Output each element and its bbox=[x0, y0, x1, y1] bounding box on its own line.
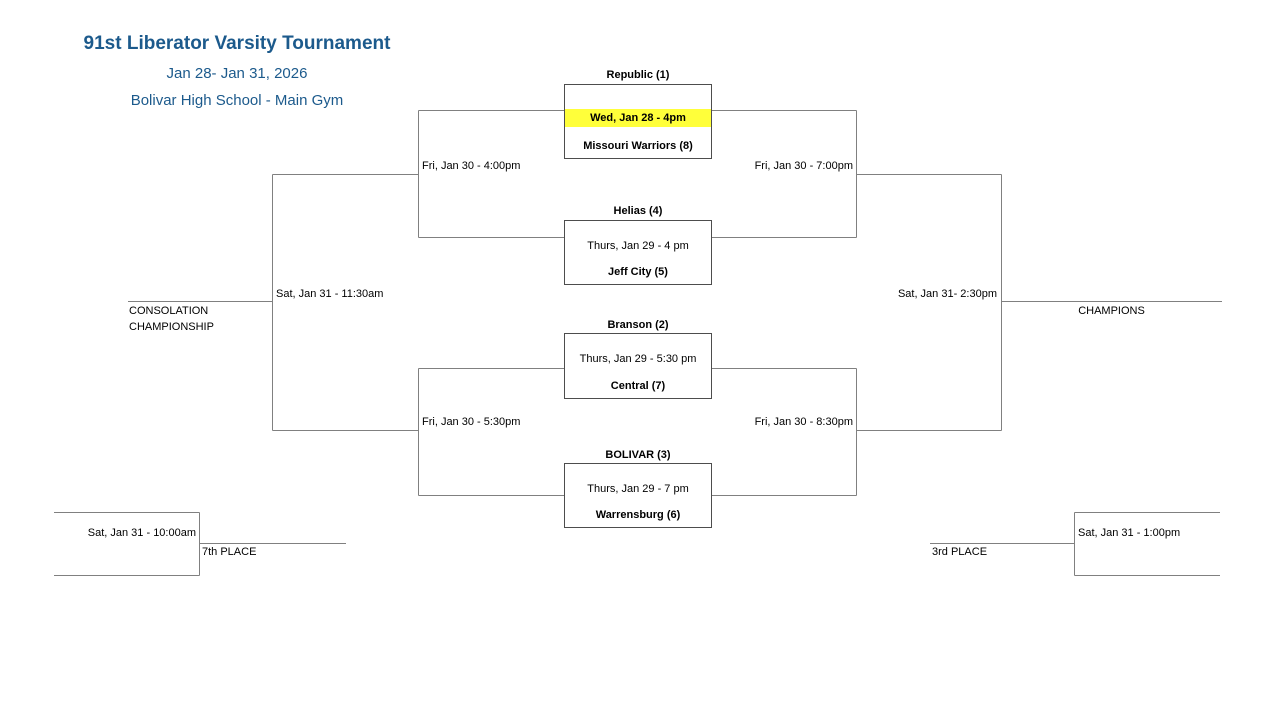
seventh-place-lines bbox=[54, 512, 346, 576]
consolation-bracket-lines bbox=[128, 110, 564, 496]
consolation-semifinal-bottom-time: Fri, Jan 30 - 5:30pm bbox=[422, 416, 521, 428]
match-box-qf4: Thurs, Jan 29 - 7 pm Warrensburg (6) bbox=[564, 463, 712, 528]
team-name-bottom: Central (7) bbox=[610, 380, 666, 392]
header: 91st Liberator Varsity Tournament Jan 28… bbox=[56, 33, 418, 114]
game-time-highlighted: Wed, Jan 28 - 4pm bbox=[565, 109, 711, 127]
champions-label: CHAMPIONS bbox=[1078, 305, 1145, 317]
team-name-top: Branson (2) bbox=[607, 319, 669, 331]
match-box-qf1: Wed, Jan 28 - 4pm Missouri Warriors (8) bbox=[564, 84, 712, 159]
championship-final-time: Sat, Jan 31- 2:30pm bbox=[897, 288, 997, 300]
tournament-dates: Jan 28- Jan 31, 2026 bbox=[166, 65, 308, 82]
team-name-bottom: Missouri Warriors (8) bbox=[583, 140, 693, 152]
third-place-label: 3rd PLACE bbox=[932, 546, 988, 558]
championship-semifinal-bottom-time: Fri, Jan 30 - 8:30pm bbox=[754, 416, 853, 428]
tournament-venue: Bolivar High School - Main Gym bbox=[130, 92, 344, 109]
seventh-place-label: 7th PLACE bbox=[202, 546, 257, 558]
team-name-bottom: Jeff City (5) bbox=[608, 266, 668, 278]
match-box-qf2: Thurs, Jan 29 - 4 pm Jeff City (5) bbox=[564, 220, 712, 285]
game-time: Thurs, Jan 29 - 4 pm bbox=[587, 240, 689, 252]
game-time: Thurs, Jan 29 - 7 pm bbox=[587, 483, 689, 495]
third-place-lines bbox=[930, 512, 1220, 576]
tournament-title: 91st Liberator Varsity Tournament bbox=[83, 33, 391, 54]
team-name-top: Helias (4) bbox=[613, 205, 663, 217]
team-name-top: Republic (1) bbox=[606, 69, 670, 81]
team-name-top: BOLIVAR (3) bbox=[605, 449, 671, 461]
consolation-final-time: Sat, Jan 31 - 11:30am bbox=[276, 288, 384, 300]
consolation-championship-label-line2: CHAMPIONSHIP bbox=[129, 321, 214, 333]
match-box-qf3: Thurs, Jan 29 - 5:30 pm Central (7) bbox=[564, 333, 712, 399]
third-place-time: Sat, Jan 31 - 1:00pm bbox=[1078, 527, 1181, 539]
consolation-semifinal-top-time: Fri, Jan 30 - 4:00pm bbox=[422, 160, 521, 172]
seventh-place-time: Sat, Jan 31 - 10:00am bbox=[87, 527, 196, 539]
team-name-bottom: Warrensburg (6) bbox=[595, 509, 681, 521]
championship-semifinal-top-time: Fri, Jan 30 - 7:00pm bbox=[754, 160, 853, 172]
game-time: Thurs, Jan 29 - 5:30 pm bbox=[579, 353, 697, 365]
championship-bracket-lines bbox=[711, 110, 1222, 496]
consolation-championship-label-line1: CONSOLATION bbox=[129, 305, 209, 317]
